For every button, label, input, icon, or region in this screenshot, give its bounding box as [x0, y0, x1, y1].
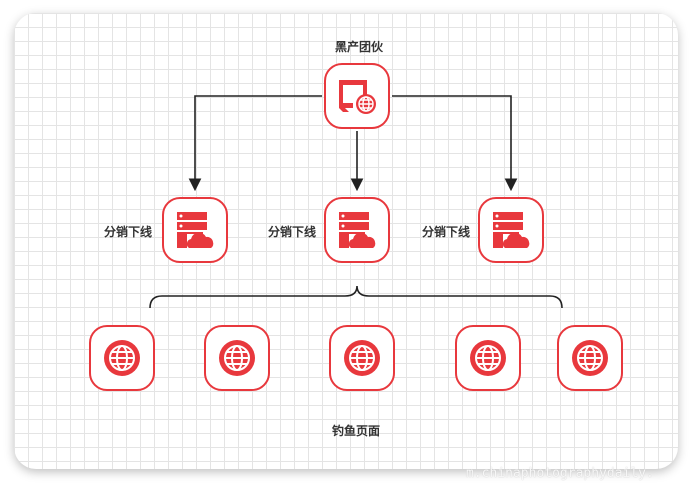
- phishing-page-node[interactable]: [557, 325, 623, 391]
- server-cloud-icon: [339, 212, 376, 248]
- distributor-label: 分销下线: [268, 225, 317, 239]
- server-cloud-icon: [177, 212, 214, 248]
- brace: [149, 285, 563, 309]
- gang-node[interactable]: [324, 63, 390, 129]
- server-cloud-icon: [493, 212, 530, 248]
- watermark: m.chinaphotographydaily.: [466, 466, 654, 481]
- phishing-page-node[interactable]: [204, 325, 270, 391]
- distributor-node[interactable]: [162, 197, 228, 263]
- distributor-node[interactable]: [478, 197, 544, 263]
- diagram-canvas: 黑产团伙 分销下线 分销下线 分销下线 钓鱼页面: [14, 13, 678, 469]
- distributor-node[interactable]: [324, 197, 390, 263]
- arrow-left: [188, 95, 322, 192]
- distributor-label: 分销下线: [422, 225, 471, 239]
- globe-icon: [572, 340, 608, 376]
- computer-globe-icon: [339, 80, 376, 114]
- phishing-page-node[interactable]: [89, 325, 155, 391]
- phishing-page-node[interactable]: [455, 325, 521, 391]
- phishing-page-node[interactable]: [329, 325, 395, 391]
- globe-icon: [344, 340, 380, 376]
- arrow-right: [392, 95, 518, 192]
- distributor-label: 分销下线: [104, 225, 153, 239]
- globe-icon: [219, 340, 255, 376]
- globe-icon: [104, 340, 140, 376]
- gang-label: 黑产团伙: [335, 40, 384, 54]
- globe-icon: [470, 340, 506, 376]
- phishing-label: 钓鱼页面: [332, 424, 381, 438]
- connectors: [149, 95, 563, 309]
